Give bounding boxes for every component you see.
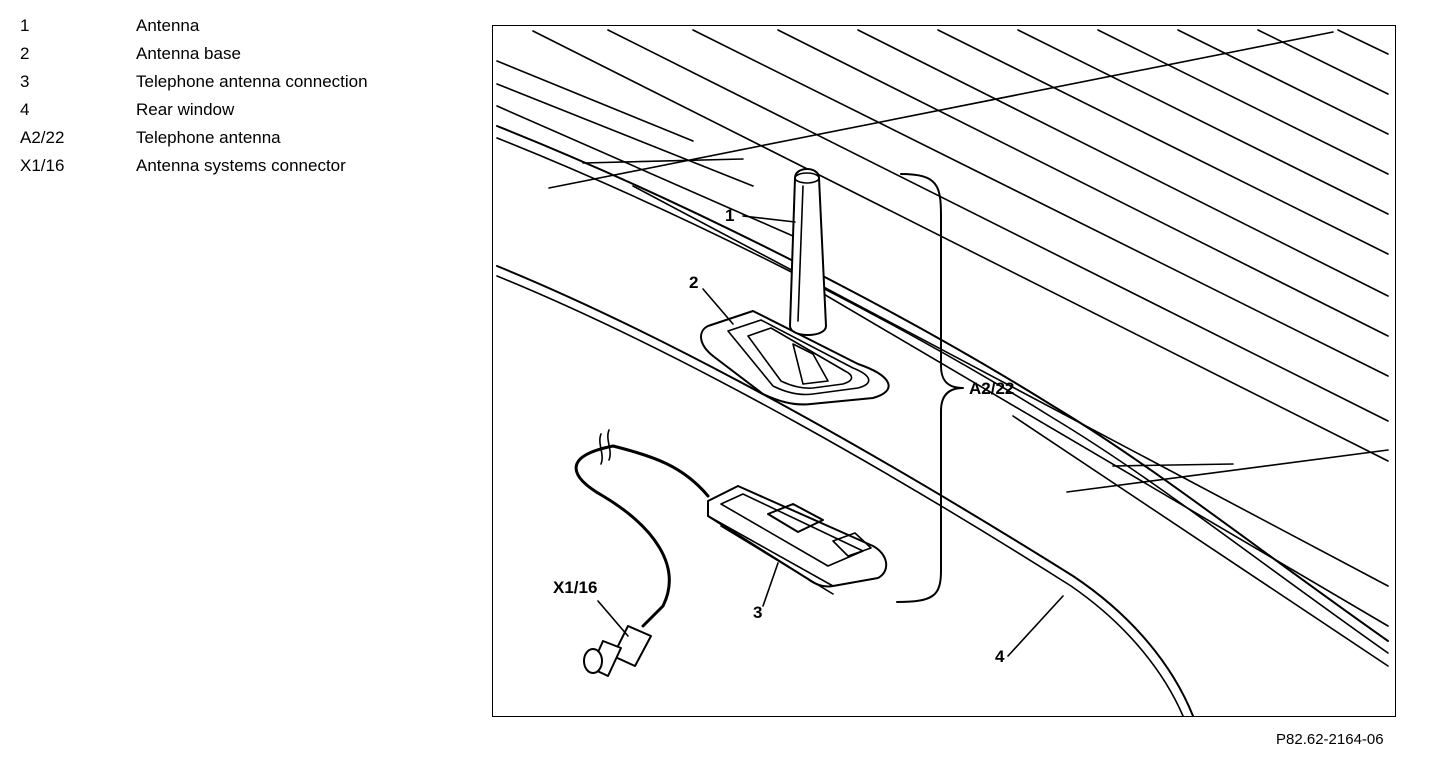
- rear-window-edge: [496, 125, 1389, 716]
- legend-description: Telephone antenna: [136, 128, 281, 147]
- callout-2: 2: [689, 273, 698, 292]
- a2-22-brace: [896, 173, 964, 603]
- leader-line-3: [762, 562, 779, 607]
- legend-description: Antenna systems connector: [136, 156, 346, 175]
- antenna-mast-drawing: [789, 168, 827, 336]
- antenna-base-drawing: [700, 310, 890, 406]
- antenna-cable-drawing: [574, 429, 710, 677]
- leader-line-2: [702, 288, 734, 325]
- callout-4: 4: [995, 647, 1005, 666]
- callout-3: 3: [753, 603, 762, 622]
- legend-code: A2/22: [20, 128, 65, 147]
- leader-line-4: [1007, 595, 1064, 657]
- antenna-diagram: 1 2 3 4 A2/22 X1/16: [492, 25, 1396, 717]
- diagram-drawing: 1 2 3 4 A2/22 X1/16: [496, 29, 1389, 716]
- legend-description: Antenna: [136, 16, 200, 35]
- connection-module-drawing: [707, 485, 888, 595]
- legend-code: 3: [20, 72, 30, 91]
- legend-description: Rear window: [136, 100, 235, 119]
- legend-code: X1/16: [20, 156, 65, 175]
- legend-description: Antenna base: [136, 44, 241, 63]
- callout-1: 1: [725, 206, 734, 225]
- callout-x1-16: X1/16: [553, 578, 597, 597]
- leader-line-1: [742, 215, 796, 223]
- legend-description: Telephone antenna connection: [136, 72, 368, 91]
- figure-reference-id: P82.62-2164-06: [1276, 731, 1384, 748]
- callout-a2-22: A2/22: [969, 379, 1014, 398]
- legend-code: 2: [20, 44, 30, 63]
- legend-code: 1: [20, 16, 30, 35]
- rear-window-heater-lines: [496, 29, 1389, 667]
- legend-code: 4: [20, 100, 30, 119]
- rear-window-bus-bars: [548, 31, 1389, 493]
- leader-line-x1-16: [597, 600, 629, 637]
